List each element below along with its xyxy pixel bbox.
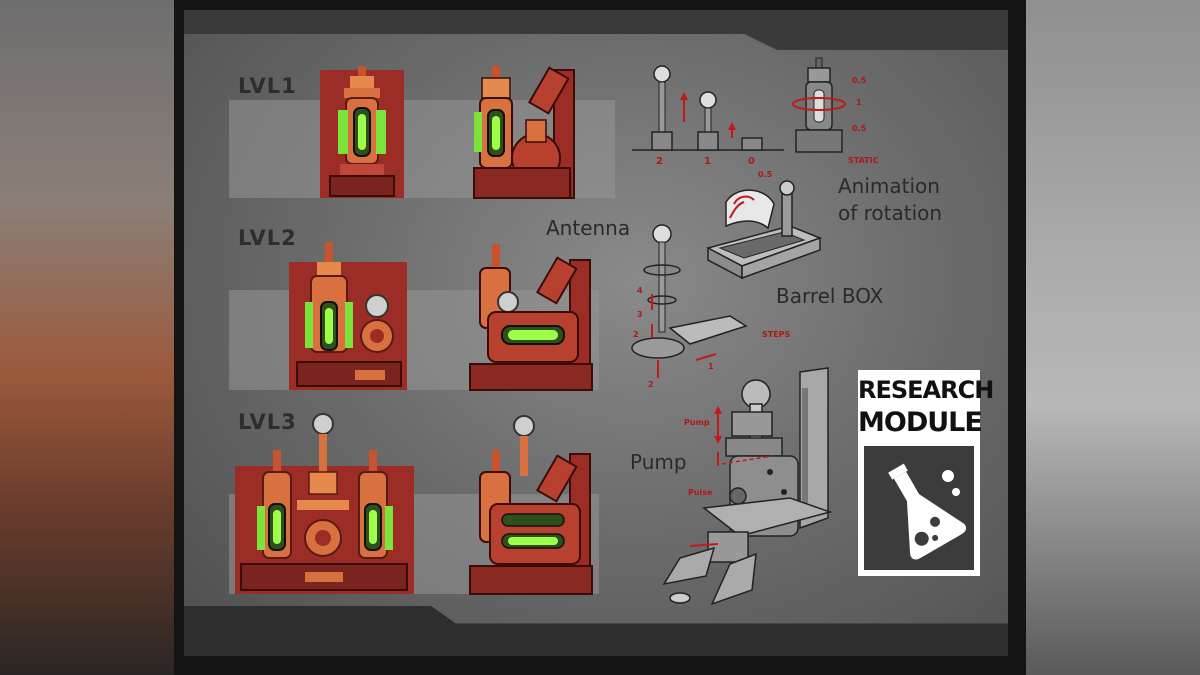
pump-sketch-label: Pump [684, 418, 710, 427]
pump-label: Pump [630, 450, 687, 474]
lvl2-flat-machine [296, 242, 402, 387]
barrel-box-label: Barrel BOX [776, 284, 884, 308]
pump-sketch [662, 367, 833, 606]
lvl3-flat-machine [240, 413, 408, 591]
level-2-label: LVL2 [238, 226, 297, 250]
rotation-sketch [792, 57, 846, 153]
lvl1-3d-machine [473, 66, 575, 199]
step-number-1: 1 [708, 362, 714, 371]
barrel-box-sketch [705, 180, 823, 280]
step-number-2b: 2 [648, 380, 654, 389]
rotation-value-mid: 1 [856, 98, 862, 107]
steps-label: STEPS [762, 330, 791, 339]
step-number-3: 3 [637, 310, 643, 319]
antenna-height-sketch [632, 65, 784, 151]
background-right-blur [1022, 0, 1200, 675]
pump-pulse-label: Pulse [688, 488, 713, 497]
badge-icon-box [864, 446, 974, 570]
rotation-value-bottom: 0.5 [852, 124, 867, 133]
lvl1-flat-machine [329, 66, 395, 197]
step-number-2: 2 [633, 330, 639, 339]
lvl2-3d-machine [469, 244, 593, 391]
antenna-height-0: 0 [748, 156, 755, 167]
level-1-label: LVL1 [238, 74, 297, 98]
antenna-height-2: 2 [656, 156, 663, 167]
badge-title-line2: MODULE [858, 407, 983, 438]
step-number-4: 4 [637, 286, 643, 295]
badge-title-line1: RESEARCH [858, 376, 994, 404]
antenna-steps-sketch [631, 224, 748, 378]
antenna-height-1: 1 [704, 156, 711, 167]
barrel-rotation-value: 0.5 [758, 170, 773, 179]
level-3-label: LVL3 [238, 410, 297, 434]
background-left-blur [0, 0, 178, 675]
static-label: STATIC [848, 156, 879, 165]
animation-label-line2: of rotation [838, 201, 943, 225]
animation-label-line1: Animation [838, 174, 940, 198]
lvl3-3d-machine [469, 415, 593, 595]
flask-icon [888, 463, 967, 560]
research-module-badge: RESEARCH MODULE [858, 370, 994, 576]
antenna-label: Antenna [546, 216, 631, 240]
rotation-value-top: 0.5 [852, 76, 867, 85]
